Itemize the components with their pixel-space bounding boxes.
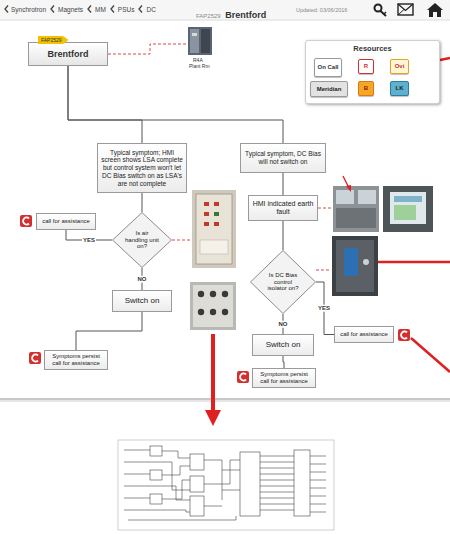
decision-diamond: Is DC Bias control isolator on? [250,250,316,314]
process-box: HMI indicated earth fault [248,195,318,221]
box-text: call for assistance [340,331,388,338]
buttons-photo [190,282,236,330]
isolator-cabinet-photo [332,236,378,296]
box-text: Typical symptom, DC Bias will not switch… [244,150,322,166]
chevron-icon [136,5,144,13]
box-text: Typical symptom; HMI screen shows LSA co… [101,149,183,188]
connector [142,193,143,212]
connector [76,312,142,350]
hmi-photo [333,186,433,232]
resource-label: Meridian [317,86,342,92]
box-text: call for assistance [42,218,90,225]
title-site: Brentford [225,10,266,20]
mail-icon [398,4,413,15]
resource-label: Ovi [395,63,405,69]
resource-label: LK [396,85,404,91]
title-code: FAP2529 [196,13,221,19]
photo-leader [318,208,332,209]
page-title: FAP2529 Brentford [196,4,266,22]
connector [68,66,142,143]
panel-heading: Resources [306,44,439,53]
breadcrumb-link: Synchrotron [11,6,46,13]
photo-leader [172,240,191,241]
breadcrumb: Synchrotron Magnets MM PSUs DC [4,5,156,13]
resource-button: On Call [314,58,342,77]
leader-line [378,261,450,264]
resource-button: B [358,81,374,96]
chevron-icon [4,5,9,13]
decision-diamond: Is air handling unit on? [112,212,172,268]
resource-button: LK [390,81,409,96]
photo-caption: Plant Rm [189,63,210,69]
connector [316,282,334,335]
assistance-icon [237,371,249,383]
screenshot-frame [0,0,450,398]
edge-label: NO [278,321,289,328]
edge-label: YES [317,305,331,312]
resource-button: Meridian [310,81,348,97]
box-text: Symptoms persist call for assistance [256,371,312,385]
process-box: Switch on [252,334,314,356]
pointer-arrow [343,176,351,192]
schematic-drawing [118,440,334,530]
decision-text: Is air handling unit on? [125,230,160,251]
key-icon [375,5,387,17]
site-box: FAP2529Brentford [28,28,108,66]
leader-line [440,58,450,60]
site-tag: FAP2529 [38,36,69,44]
connector [283,221,284,250]
update-date: Updated: 03/06/2016 [296,7,347,13]
chevron-icon [48,5,56,13]
frame-shadow [0,398,450,400]
breadcrumb-link: Magnets [58,6,83,13]
assistance-icon [29,352,41,364]
photo-leader [108,44,186,54]
site-name: Brentford [48,49,89,59]
chevron-icon [108,5,116,13]
assistance-icon [398,329,410,341]
plant-room-photo [188,27,212,55]
box-text: Symptoms persist call for assistance [48,353,104,367]
air-handling-panel-photo [192,190,236,268]
frame-shadow [0,400,450,402]
process-box: Symptoms persist call for assistance [44,350,108,370]
assistance-icon [20,215,32,227]
process-box: Typical symptom; HMI screen shows LSA co… [97,143,187,193]
header-rule [0,20,450,21]
resource-label: B [364,85,368,91]
resources-panel: Resources On Call R OviMeridian B LK [305,40,440,104]
chevron-icon [85,5,93,13]
connector [283,356,284,368]
edge-label: YES [82,237,96,244]
photo-leader [316,270,331,271]
resource-label: On Call [317,64,338,70]
box-text: Switch on [125,296,160,306]
breadcrumb-link: PSUs [118,6,135,13]
process-box: call for assistance [334,326,394,343]
home-icon [427,3,443,17]
resource-button: R [358,59,374,74]
photo-caption: R4A [193,57,203,63]
process-box: Typical symptom, DC Bias will not switch… [240,143,326,173]
connector [283,173,284,195]
process-box: Switch on [112,290,172,312]
down-arrow [205,334,221,426]
process-box: Symptoms persist call for assistance [252,368,316,388]
edge-label: NO [137,276,148,283]
leader-line [411,338,450,372]
process-box: call for assistance [36,213,96,230]
box-text: Switch on [266,340,301,350]
resource-button: Ovi [390,59,409,74]
breadcrumb-link: DC [146,6,155,13]
resource-label: R [364,63,368,69]
box-text: HMI indicated earth fault [252,200,314,217]
header-bar [0,0,450,20]
connector [68,66,283,143]
breadcrumb-link: MM [95,6,106,13]
decision-text: Is DC Bias control isolator on? [264,272,302,293]
site-box-frame: Brentford [28,42,108,66]
